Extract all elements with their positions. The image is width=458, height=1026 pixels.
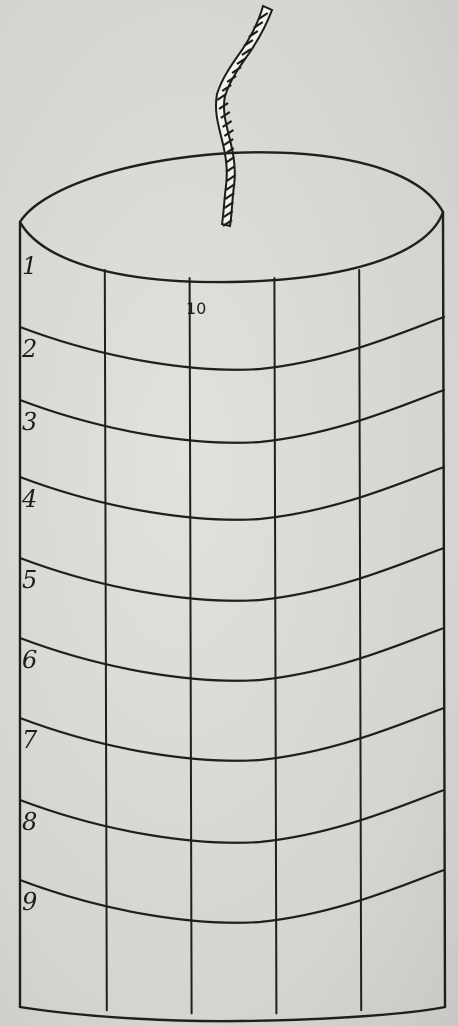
band-ring-8 xyxy=(20,790,444,843)
band-ring-5 xyxy=(20,548,444,601)
band-ring-4 xyxy=(20,467,444,520)
division-line-2 xyxy=(190,278,192,1013)
candle-divisions xyxy=(105,270,361,1013)
band-ring-7 xyxy=(20,708,444,761)
band-number-label-7: 7 xyxy=(22,726,38,754)
candle-bands xyxy=(20,317,444,923)
top-face-number-label: 10 xyxy=(186,299,206,318)
band-ring-3 xyxy=(20,390,444,443)
candle-right-edge xyxy=(443,212,445,1007)
candle-wick xyxy=(216,6,272,226)
division-line-4 xyxy=(359,270,361,1010)
band-number-label-5: 5 xyxy=(22,566,37,594)
band-number-label-8: 8 xyxy=(22,808,37,836)
band-ring-2 xyxy=(20,317,444,370)
division-line-1 xyxy=(105,270,107,1010)
division-line-3 xyxy=(274,278,276,1013)
band-number-label-2: 2 xyxy=(21,335,37,363)
band-number-label-1: 1 xyxy=(22,252,37,280)
band-number-label-4: 4 xyxy=(21,485,37,513)
band-number-label-3: 3 xyxy=(22,408,37,436)
band-ring-9 xyxy=(20,870,444,923)
band-number-labels: 1 2 3 4 5 6 7 8 9 xyxy=(21,252,38,916)
band-number-label-9: 9 xyxy=(22,888,37,916)
band-number-label-6: 6 xyxy=(22,646,37,674)
candle-bottom-edge xyxy=(20,1007,445,1021)
band-ring-6 xyxy=(20,628,444,681)
